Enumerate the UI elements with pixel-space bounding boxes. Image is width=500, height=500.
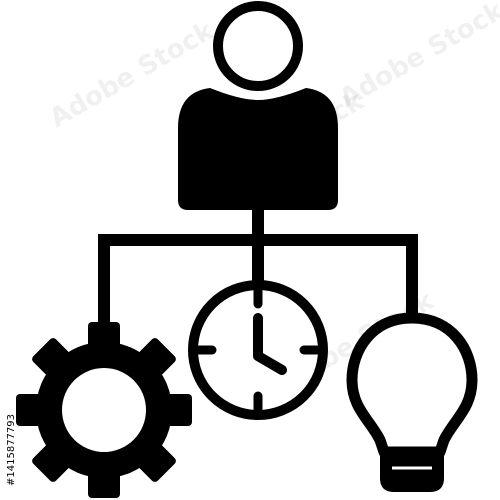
user-body <box>178 88 338 210</box>
bulb-glass <box>346 312 478 458</box>
stock-id-text: #1415877793 <box>6 413 17 486</box>
connector-lines <box>98 208 418 330</box>
lightbulb-icon <box>346 312 478 492</box>
clock-icon <box>188 280 328 420</box>
user-icon <box>178 1 338 210</box>
clock-hands <box>253 313 287 375</box>
user-head <box>213 1 303 91</box>
gear-icon <box>16 322 192 498</box>
bulb-base <box>380 456 444 492</box>
